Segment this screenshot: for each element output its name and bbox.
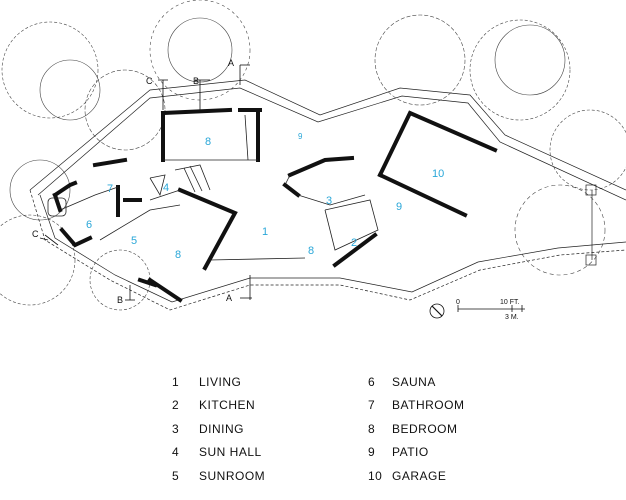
legend-number: 4 bbox=[172, 445, 180, 460]
legend-item: 3 DINING bbox=[172, 417, 265, 441]
room-number-sauna: 6 bbox=[86, 219, 92, 231]
section-mark-c-top: C bbox=[146, 76, 153, 86]
room-number-bedroom-middle: 8 bbox=[308, 245, 314, 257]
legend-number: 5 bbox=[172, 468, 180, 483]
legend-item: 10 GARAGE bbox=[368, 464, 464, 488]
legend-number: 8 bbox=[368, 421, 376, 436]
legend-item: 7 BATHROOM bbox=[368, 394, 464, 418]
walls bbox=[52, 107, 498, 303]
legend-label: BEDROOM bbox=[392, 421, 458, 436]
legend-number: 7 bbox=[368, 398, 376, 413]
legend-number: 6 bbox=[368, 374, 376, 389]
legend-number: 1 bbox=[172, 374, 180, 389]
legend-item: 1 LIVING bbox=[172, 370, 265, 394]
room-number-dining: 3 bbox=[326, 195, 332, 207]
legend-column-left: 1 LIVING 2 KITCHEN 3 DINING 4 SUN HALL 5 SUNR… bbox=[172, 370, 265, 488]
scale-meters: 3 M. bbox=[505, 314, 519, 321]
legend-label: DINING bbox=[199, 421, 244, 436]
room-number-living: 1 bbox=[262, 226, 268, 238]
legend-item: 2 KITCHEN bbox=[172, 394, 265, 418]
section-mark-b-top: B bbox=[193, 76, 199, 86]
legend-column-right: 6 SAUNA 7 BATHROOM 8 BEDROOM 9 PATIO 10 GARAG… bbox=[368, 370, 464, 488]
legend-number: 3 bbox=[172, 421, 180, 436]
room-number-sun-hall: 4 bbox=[163, 182, 169, 194]
legend-label: LIVING bbox=[199, 374, 242, 389]
room-number-sunroom: 5 bbox=[131, 235, 137, 247]
section-mark-a-top: A bbox=[228, 58, 234, 68]
north-arrow-icon bbox=[429, 303, 445, 319]
site-outline bbox=[29, 79, 626, 311]
legend-label: SUNROOM bbox=[199, 468, 266, 483]
legend-label: SAUNA bbox=[392, 374, 436, 389]
legend-item: 4 SUN HALL bbox=[172, 441, 265, 465]
legend-number: 2 bbox=[172, 398, 180, 413]
legend-label: SUN HALL bbox=[199, 445, 262, 460]
room-number-bedroom-top: 8 bbox=[205, 136, 211, 148]
legend-number: 10 bbox=[368, 468, 383, 483]
scale-feet: 10 FT. bbox=[500, 299, 520, 306]
section-mark-a-bottom: A bbox=[226, 293, 232, 303]
section-mark-c-left: C bbox=[32, 229, 39, 239]
legend-item: 9 PATIO bbox=[368, 441, 464, 465]
legend-item: 5 SUNROOM bbox=[172, 464, 265, 488]
legend-number: 9 bbox=[368, 445, 376, 460]
trees bbox=[0, 0, 626, 311]
room-legend: 1 LIVING 2 KITCHEN 3 DINING 4 SUN HALL 5 SUNR… bbox=[0, 370, 626, 490]
room-number-patio-right: 9 bbox=[396, 201, 402, 213]
room-number-bedroom-lower: 8 bbox=[175, 249, 181, 261]
room-number-bathroom: 7 bbox=[107, 183, 113, 195]
scale-zero: 0 bbox=[456, 299, 460, 306]
legend-label: PATIO bbox=[392, 445, 429, 460]
legend-item: 6 SAUNA bbox=[368, 370, 464, 394]
section-mark-b-bottom: B bbox=[117, 295, 123, 305]
legend-item: 8 BEDROOM bbox=[368, 417, 464, 441]
room-number-patio-top: 9 bbox=[298, 132, 303, 141]
floor-plan: A C B A B C 1 2 3 4 5 6 7 8 8 8 9 9 10 0… bbox=[0, 0, 626, 321]
legend-label: GARAGE bbox=[392, 468, 447, 483]
legend-label: KITCHEN bbox=[199, 398, 256, 413]
legend-label: BATHROOM bbox=[392, 398, 465, 413]
room-number-kitchen: 2 bbox=[351, 237, 357, 249]
section-marks bbox=[39, 64, 252, 301]
scale-bar bbox=[457, 305, 525, 312]
interior-lines bbox=[47, 114, 379, 261]
room-number-garage: 10 bbox=[432, 168, 444, 180]
